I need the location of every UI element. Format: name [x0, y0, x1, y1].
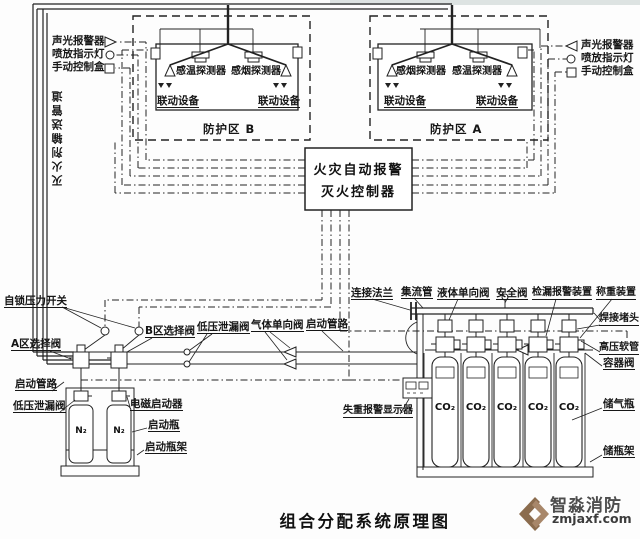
- co2-tank-label: CO₂: [465, 402, 487, 413]
- zone-b-linkage-left-label: 联动设备: [157, 95, 199, 109]
- cylinder-rack: [416, 353, 594, 478]
- container-valve-label: 容器阀: [603, 357, 635, 371]
- flange-label: 连接法兰: [351, 287, 393, 301]
- zone-b-detector-left-label: 感温探测器: [176, 66, 226, 77]
- lamp-label-right: 喷放指示灯: [581, 52, 634, 64]
- co2-cylinders: [431, 356, 583, 468]
- nozzle-icon: [385, 83, 512, 88]
- selector-valve-b: [107, 344, 128, 391]
- controller-line1: 火灾自动报警: [313, 162, 404, 178]
- zone-b-selector-valve-label: B区选择阀: [145, 325, 196, 339]
- watermark-logo: [519, 497, 549, 531]
- zone-b-linkage-right-label: 联动设备: [258, 95, 300, 109]
- weight-alarm-display-label: 失重报警显示器: [343, 405, 413, 418]
- gas-check-valve-icon: [282, 346, 297, 358]
- valve-assembly: [431, 314, 461, 357]
- io-module-icon: [517, 46, 528, 59]
- liquid-check-valve-label: 液体单向阀: [437, 287, 490, 301]
- zone-a-linkage-left-label: 联动设备: [384, 95, 426, 109]
- alarm-label-left: 声光报警器: [52, 35, 105, 47]
- watermark-domain: zmjaxf.com: [552, 511, 632, 526]
- sound-light-alarm-icon: [104, 36, 118, 48]
- valve-assembly: [555, 314, 585, 357]
- nozzle-icon: [158, 83, 287, 88]
- sound-light-alarm-icon: [564, 40, 578, 52]
- manual-box-icon: [104, 63, 115, 74]
- side-device-icons-left: [104, 36, 118, 74]
- zone-b-name: 防护区 B: [203, 122, 256, 136]
- scan-edge: [330, 0, 640, 5]
- self-lock-pressure-switch-label: 自锁压力开关: [4, 295, 67, 309]
- solenoid-starter-icon: [111, 390, 127, 402]
- flange-icon: [410, 302, 417, 320]
- starter-rack-label: 启动瓶架: [145, 441, 187, 455]
- gas-cylinder-label: 储气瓶: [603, 398, 635, 412]
- co2-tank-label: CO₂: [496, 402, 518, 413]
- valve-assembly: [493, 314, 523, 357]
- zone-b-detectors: [150, 28, 303, 63]
- io-module-icon: [150, 47, 161, 60]
- valve-assembly: [524, 314, 554, 357]
- io-module-icon: [292, 46, 303, 59]
- pressure-switches: [83, 326, 144, 351]
- actuation-pipes: [88, 346, 417, 370]
- zone-a-detectors: [372, 28, 541, 63]
- io-module-icon: [372, 47, 383, 60]
- container-valve-assemblies: [431, 314, 585, 357]
- co2-tank-label: CO₂: [527, 402, 549, 413]
- delivery-pipe-label: 灭火剂输送管道: [51, 88, 64, 186]
- leak-alarm-device-label: 检漏报警装置: [532, 287, 592, 300]
- manual-box-label-right: 手动控制盒: [581, 65, 634, 77]
- manual-box-icon: [566, 67, 577, 78]
- leader-lines: [49, 297, 613, 463]
- zone-a-selector-valve-label: A区选择阀: [11, 338, 62, 352]
- start-pipe-mid-label: 启动管路: [306, 318, 348, 332]
- zone-a-name: 防护区 A: [430, 122, 483, 136]
- weld-plug-label: 焊接堵头: [599, 313, 639, 326]
- side-device-icons-right: [564, 40, 578, 78]
- hp-hose-label: 高压软管: [599, 342, 639, 355]
- selector-valve-a: [69, 344, 90, 391]
- n2-tank-label: N₂: [75, 426, 87, 436]
- discharge-lamp-icon: [566, 54, 576, 64]
- low-leak-valve-mid-label: 低压泄漏阀: [197, 321, 250, 335]
- starter-bottles: [68, 390, 132, 464]
- weight-alarm-display-box: [402, 377, 433, 399]
- gas-check-valve-icon: [282, 358, 297, 370]
- alarm-label-right: 声光报警器: [581, 39, 634, 51]
- zone-b-outline: [132, 15, 311, 141]
- zone-a-linkage-right-label: 联动设备: [476, 95, 518, 109]
- safety-valve-label: 安全阀: [496, 287, 528, 301]
- low-leak-valve-left-label: 低压泄漏阀: [13, 400, 66, 414]
- co2-tank-label: CO₂: [434, 402, 456, 413]
- zone-a-detector-left-label: 感烟探测器: [396, 66, 446, 77]
- solenoid-starter-label: 电磁启动器: [130, 398, 183, 412]
- zone-a-nozzle-branch: [385, 43, 518, 88]
- start-pipe-left-label: 启动管路: [15, 378, 57, 392]
- starter-bottle-label: 启动瓶: [148, 419, 180, 433]
- solenoid-starter-icon: [73, 390, 89, 402]
- lamp-label-left: 喷放指示灯: [52, 48, 105, 60]
- discharge-lamp-icon: [105, 50, 115, 60]
- manifold-label: 集流管: [401, 286, 433, 300]
- manifold: [410, 293, 594, 320]
- valve-assembly: [462, 314, 492, 357]
- leak-valve-icon: [183, 360, 191, 368]
- zone-a-detector-right-label: 感温探测器: [452, 66, 502, 77]
- fire-alarm-controller: 火灾自动报警 灭火控制器: [305, 148, 412, 210]
- co2-tank-label: CO₂: [558, 402, 580, 413]
- diagram-title: 组合分配系统原理图: [279, 512, 451, 531]
- leak-valve-icon: [183, 348, 191, 356]
- controller-line2: 灭火控制器: [320, 184, 396, 200]
- watermark-brand: 智淼消防: [550, 496, 622, 516]
- zone-b-nozzle-branch: [158, 43, 292, 88]
- n2-tank-label: N₂: [113, 426, 125, 436]
- gas-check-valve-label: 气体单向阀: [251, 319, 304, 333]
- manual-box-label-left: 手动控制盒: [52, 61, 105, 73]
- controller-box: [304, 147, 413, 211]
- cylinder-rack-label: 储瓶架: [603, 445, 635, 459]
- zone-b-detector-right-label: 感烟探测器: [231, 66, 281, 77]
- weighing-device-label: 称重装置: [596, 287, 636, 300]
